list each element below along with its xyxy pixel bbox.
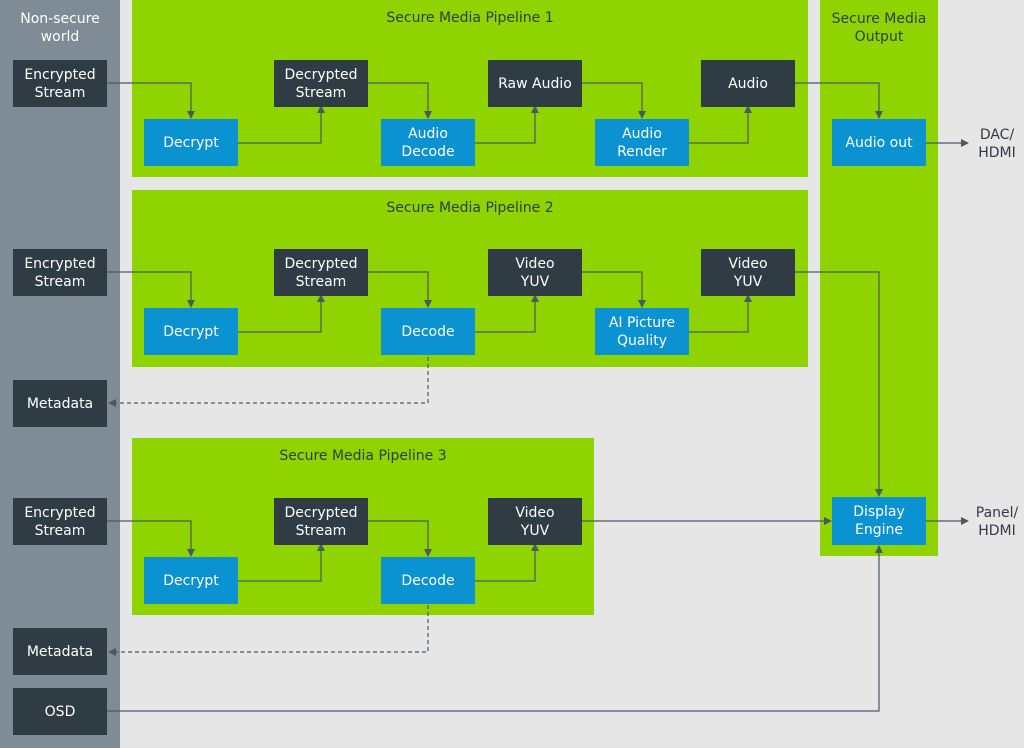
non-secure-world-column: Non-secure world — [0, 0, 120, 748]
pipeline-3-title: Secure Media Pipeline 3 — [279, 448, 447, 464]
p2-decode-box: Decode — [381, 308, 475, 355]
p2-ai-picture-quality-box: AI Picture Quality — [595, 308, 689, 355]
p3-decrypted-stream-box: Decrypted Stream — [274, 498, 368, 545]
p2-metadata-box: Metadata — [13, 380, 107, 427]
osd-box: OSD — [13, 688, 107, 735]
p2-decrypt-box: Decrypt — [144, 308, 238, 355]
p3-video-yuv-box: Video YUV — [488, 498, 582, 545]
panel-hdmi-label: Panel/ HDMI — [975, 505, 1019, 539]
p1-audio-decode-box: Audio Decode — [381, 119, 475, 166]
p3-decode-box: Decode — [381, 557, 475, 604]
p2-encrypted-stream-box: Encrypted Stream — [13, 249, 107, 296]
p3-decrypt-box: Decrypt — [144, 557, 238, 604]
display-engine-box: Display Engine — [832, 497, 926, 545]
secure-media-output-column: Secure Media Output — [820, 0, 938, 556]
dac-hdmi-label: DAC/ HDMI — [978, 127, 1016, 161]
pipeline-2-title: Secure Media Pipeline 2 — [386, 200, 554, 216]
p2-decrypted-stream-box: Decrypted Stream — [274, 249, 368, 296]
p1-raw-audio-box: Raw Audio — [488, 60, 582, 107]
audio-out-box: Audio out — [832, 119, 926, 166]
p1-audio-box: Audio — [701, 60, 795, 107]
p1-encrypted-stream-box: Encrypted Stream — [13, 60, 107, 107]
pipeline-1-title: Secure Media Pipeline 1 — [386, 10, 554, 26]
p1-audio-render-box: Audio Render — [595, 119, 689, 166]
p2-video-yuv-box: Video YUV — [488, 249, 582, 296]
p2-video-yuv-output-box: Video YUV — [701, 249, 795, 296]
secure-media-output-title: Secure Media Output — [831, 11, 927, 45]
p1-decrypt-box: Decrypt — [144, 119, 238, 166]
p1-decrypted-stream-box: Decrypted Stream — [274, 60, 368, 107]
p3-encrypted-stream-box: Encrypted Stream — [13, 498, 107, 545]
non-secure-world-title: Non-secure world — [20, 11, 100, 45]
pipeline-1: Secure Media Pipeline 1 — [132, 0, 808, 177]
p3-metadata-box: Metadata — [13, 628, 107, 675]
